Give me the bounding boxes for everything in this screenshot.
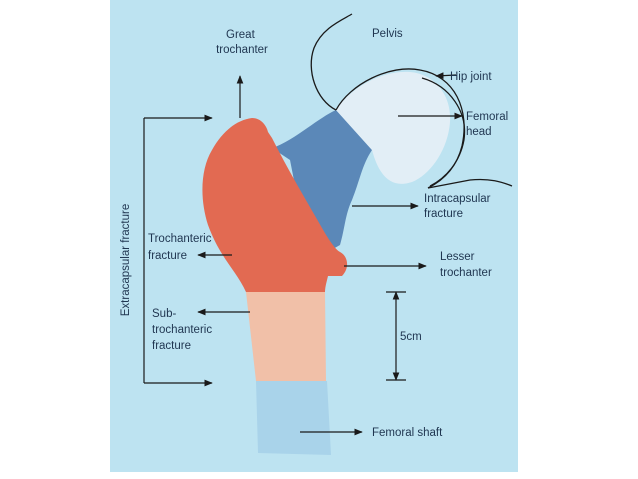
intracapsular-fracture-label: Intracapsular fracture: [424, 193, 494, 220]
great-trochanter-label: Great trochanter: [216, 29, 268, 56]
femoral-neck: [272, 110, 372, 262]
pelvis-outline: [310, 13, 353, 111]
hip-joint-capsule: [421, 77, 466, 187]
pelvis-label: Pelvis: [372, 28, 403, 40]
pelvis-outline: [427, 178, 513, 189]
subtrochanteric-region: [246, 292, 326, 381]
trochanteric-fracture-label: Trochanteric fracture: [148, 233, 215, 262]
hip-joint-arrow: [435, 72, 457, 79]
femoral-head-label: Femoral head: [466, 111, 511, 138]
extracapsular-fracture-label: Extracapsular fracture: [120, 204, 132, 317]
trochanteric-region: [202, 118, 348, 292]
five-cm-label: 5cm: [400, 331, 422, 343]
lesser-trochanter-label: Lesser trochanter: [440, 251, 492, 279]
subtrochanteric-fracture-label: Sub- trochanteric fracture: [152, 308, 215, 352]
femoral-shaft: [256, 381, 331, 455]
femoral-head: [336, 71, 451, 184]
femoral-shaft-label: Femoral shaft: [372, 427, 443, 439]
hip-joint-label: Hip joint: [450, 71, 492, 83]
